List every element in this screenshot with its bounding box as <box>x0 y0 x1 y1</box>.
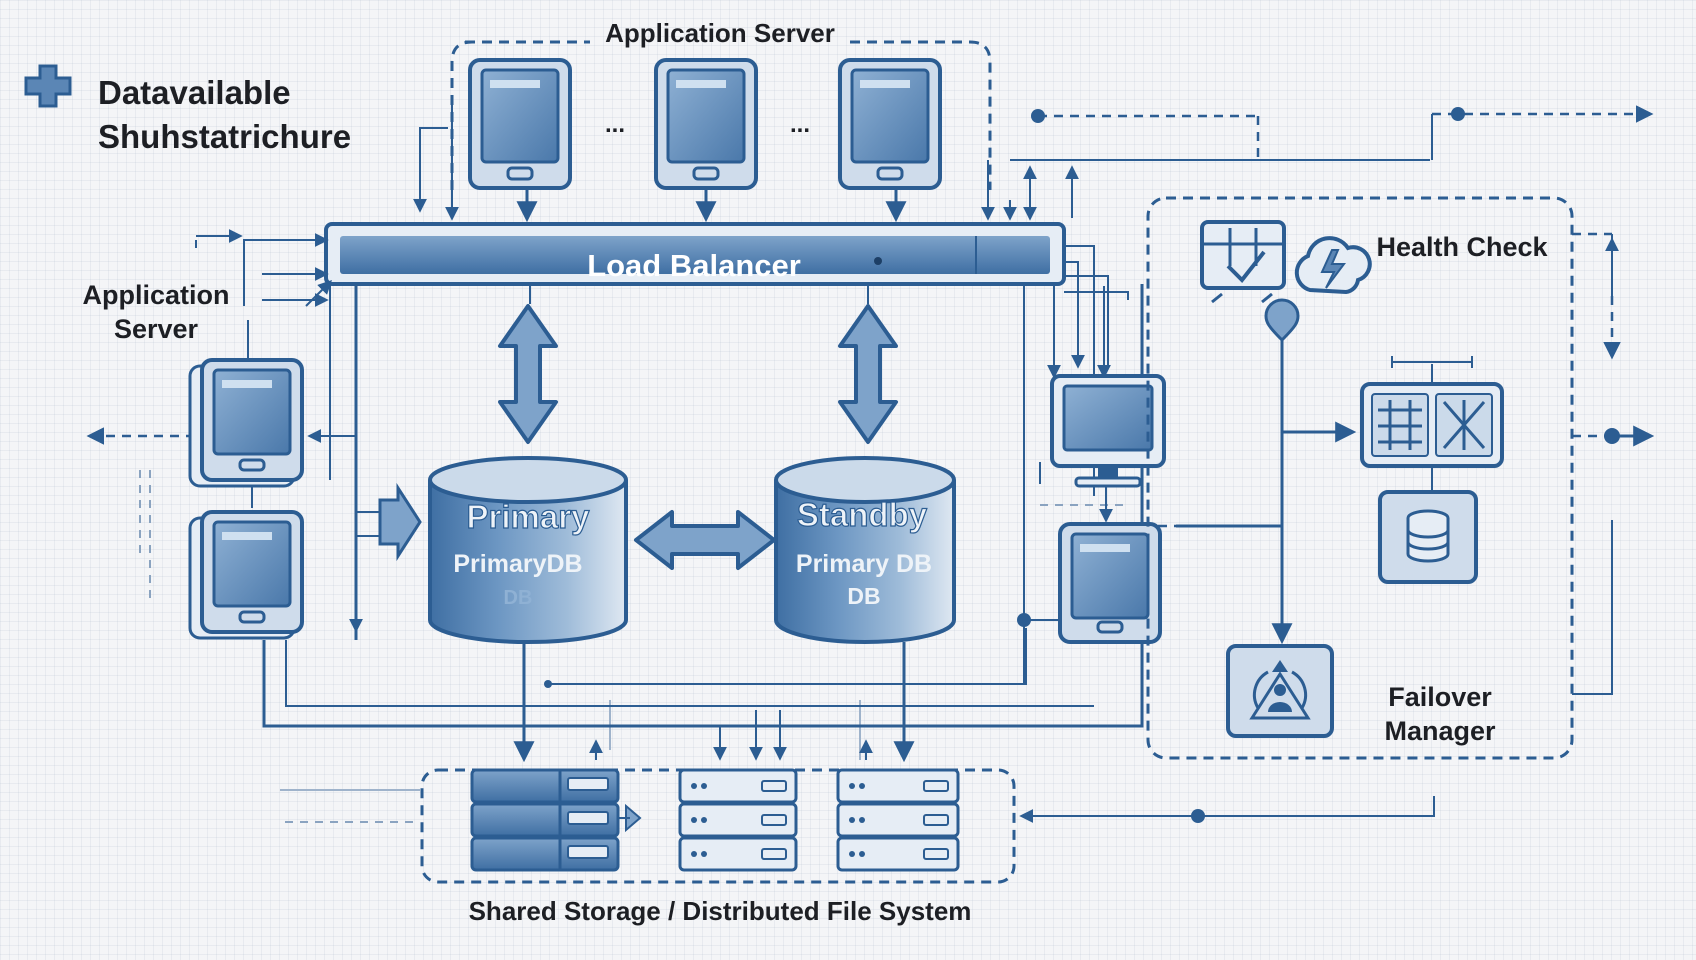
load-balancer[interactable]: Load Balancer <box>324 222 1066 286</box>
standby-db-subtitle: Primary DB <box>796 550 932 578</box>
tablet-server-icon[interactable] <box>654 58 758 190</box>
primary-db-title: Primary <box>467 498 591 535</box>
tablet-server-icon[interactable] <box>188 510 304 640</box>
storage-label: Shared Storage / Distributed File System <box>469 896 972 926</box>
lb-primary-double-arrow <box>498 304 558 444</box>
storage-arrow <box>618 803 642 833</box>
monitoring-panel-border <box>1146 196 1574 760</box>
standby-db-suffix: DB <box>847 583 880 609</box>
primary-db-subtitle: PrimaryDB <box>453 550 582 578</box>
failover-label-1: Failover <box>1388 682 1492 712</box>
tablet-server-icon[interactable] <box>468 58 572 190</box>
top-group-border <box>450 40 992 190</box>
left-to-primary-arrow <box>378 482 422 562</box>
primary-db-suffix: DB <box>504 587 533 609</box>
ellipsis-1: ... <box>605 111 625 138</box>
health-check-label: Health Check <box>1376 232 1548 262</box>
lb-standby-double-arrow <box>838 304 898 444</box>
left-group-label-2: Server <box>114 314 199 344</box>
storage-server-icon[interactable] <box>836 768 960 872</box>
tablet-server-icon[interactable] <box>1058 522 1162 644</box>
top-right-connectors <box>1010 105 1654 161</box>
database-cylinder-icon[interactable]: Primary PrimaryDB DB <box>428 456 628 644</box>
ellipsis-2: ... <box>790 111 810 138</box>
title-line-1: Datavailable <box>98 74 291 111</box>
standby-db-title: Standby <box>797 496 928 533</box>
top-group-label: Application Server <box>605 18 835 48</box>
location-pin-icon <box>1264 298 1300 343</box>
replication-double-arrow <box>634 510 776 570</box>
failover-label-2: Manager <box>1384 716 1496 746</box>
failover-person-icon[interactable] <box>1226 644 1334 738</box>
tablet-server-icon[interactable] <box>188 358 304 488</box>
monitor-icon[interactable] <box>1050 374 1166 488</box>
plus-icon <box>24 64 72 108</box>
storage-server-icon[interactable] <box>470 768 620 872</box>
lightning-cloud-icon[interactable] <box>1294 236 1372 295</box>
health-dashboard-icon[interactable] <box>1200 220 1286 304</box>
load-balancer-label: Load Balancer <box>587 248 801 283</box>
database-cylinder-icon[interactable]: Standby Primary DB DB <box>774 456 956 644</box>
tablet-server-icon[interactable] <box>838 58 942 190</box>
top-app-server-group: Application Server <box>450 18 992 190</box>
title-line-2: Shuhstatrichure <box>98 118 351 155</box>
title-block: Datavailable Shuhstatrichure <box>24 64 351 155</box>
monitoring-panel <box>1146 196 1574 760</box>
left-group-label-1: Application <box>83 280 230 310</box>
database-icon[interactable] <box>1378 490 1478 584</box>
server-to-lb-arrows <box>413 100 1079 223</box>
lb-down-lines <box>529 284 869 304</box>
storage-server-icon[interactable] <box>678 768 798 872</box>
db-storage-wires <box>262 284 1144 763</box>
control-panel-icon[interactable] <box>1360 382 1504 468</box>
